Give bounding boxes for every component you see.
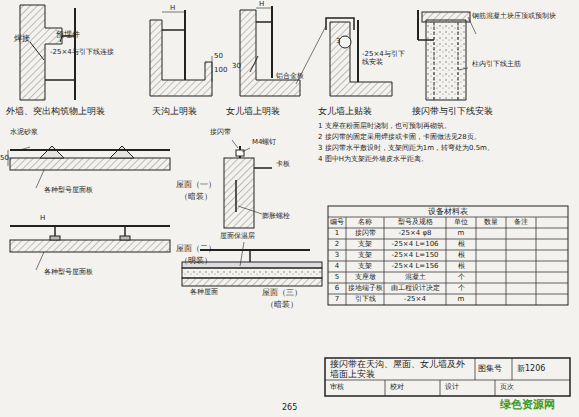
- drawing-label: 校对: [390, 383, 404, 391]
- table-cell: 支座墩: [346, 273, 384, 281]
- drawing-label: 预埋件: [56, 30, 80, 39]
- drawing-label: 3 接闪带水平敷设时，支架间距为1m，转弯处为0.5m。: [318, 144, 570, 152]
- table-cell: -25×4: [384, 295, 446, 303]
- drawing-label: -25×4与引下线安装: [362, 50, 410, 66]
- table-cell: m: [446, 295, 476, 303]
- drawing-label: 3: [336, 37, 340, 45]
- table-cell: 支架: [346, 262, 384, 270]
- table-rule: [328, 294, 568, 295]
- drawing-label: 外墙、突出构筑物上明装: [6, 106, 105, 116]
- table-cell: 个: [446, 273, 476, 281]
- drawing-label: 屋面（二）: [176, 244, 216, 253]
- table-cell: -25×4 L=150: [384, 251, 446, 259]
- drawing-label: 接闪带: [210, 128, 231, 136]
- table-cell: 1: [328, 229, 346, 237]
- table-rule: [328, 239, 568, 240]
- drawing-label: 接闪带与引下线安装: [412, 106, 493, 116]
- drawing-label: H: [259, 0, 264, 8]
- table-rule: [328, 228, 568, 229]
- drawing-label: （暗装）: [266, 300, 298, 309]
- drawing-label: -25×4与引下线连接: [50, 48, 114, 56]
- drawing-label: 页次: [500, 383, 514, 391]
- table-rule: [506, 217, 507, 305]
- table-rule: [328, 283, 568, 284]
- table-rule: [328, 261, 568, 262]
- table-cell: 个: [446, 284, 476, 292]
- table-cell: 设备材料表: [328, 207, 568, 216]
- table-cell: 接闪带: [346, 229, 384, 237]
- table-cell: 7: [328, 295, 346, 303]
- drawing-label: 女儿墙上明装: [226, 106, 280, 116]
- drawing-label: （明装）: [180, 256, 212, 265]
- table-cell: 6: [328, 284, 346, 292]
- table-rule: [346, 217, 347, 305]
- table-cell: -25×4 L=156: [384, 262, 446, 270]
- drawing-label: 265: [282, 403, 297, 412]
- table-cell: 根: [446, 262, 476, 270]
- table-cell: m: [446, 229, 476, 237]
- watermark: 绿色资源网: [500, 399, 555, 412]
- table-rule: [476, 217, 477, 305]
- drawing-label: H: [170, 4, 175, 12]
- table-cell: 数量: [476, 218, 506, 226]
- table-cell: 根: [446, 240, 476, 248]
- table-rule: [446, 217, 447, 305]
- table-rule: [328, 217, 568, 218]
- table-cell: 4: [328, 262, 346, 270]
- table-cell: 由工程设计决定: [384, 284, 446, 292]
- drawing-label: 铝合金板: [276, 72, 304, 80]
- drawing-label: 100: [214, 66, 227, 74]
- drawing-label: H: [40, 214, 45, 222]
- drawing-label: 图集号: [478, 364, 502, 373]
- table-cell: 引下线: [346, 295, 384, 303]
- drawing-label: 1 支座在粉面层时浇制，也可预制再砌筑。: [318, 122, 570, 130]
- drawing-label: 膨胀螺栓: [262, 212, 290, 220]
- drawing-label: 卡板: [276, 160, 290, 168]
- table-cell: 5: [328, 273, 346, 281]
- table-cell: 备注: [506, 218, 536, 226]
- drawing-label: 各种型号屋面板: [44, 268, 93, 276]
- table-rule: [328, 272, 568, 273]
- drawing-label: 各种型号屋面板: [44, 186, 93, 194]
- drawing-label: 30: [232, 62, 241, 70]
- drawing-label: 4 图中H为支架距外墙皮水平距离。: [318, 155, 570, 163]
- table-rule: [328, 250, 568, 251]
- drawing-label: 50: [214, 52, 223, 60]
- table-cell: -25×4 L=106: [384, 240, 446, 248]
- table-cell: 单位: [446, 218, 476, 226]
- drawing-label: 钢筋混凝土块压顶或预制块: [472, 12, 560, 20]
- table-cell: 混凝土: [384, 273, 446, 281]
- drawing-label: 焊接: [14, 34, 30, 43]
- table-cell: -25×4 φ8: [384, 229, 446, 237]
- drawing-label: 2 接闪带的固定采用焊接或卡固，卡固做法见28页。: [318, 133, 570, 141]
- table-cell: 名称: [346, 218, 384, 226]
- drawing-label: 屋面（三）: [262, 288, 302, 297]
- drawing-label: 水泥砂浆: [10, 128, 38, 136]
- drawing-label: 天沟上明装: [152, 106, 197, 116]
- drawing-label: 柱内引下线主筋: [472, 60, 521, 68]
- table-rule: [536, 217, 537, 305]
- drawing-label: 设计: [445, 383, 459, 391]
- drawing-label: M4螺钉: [252, 138, 277, 146]
- drawing-label: 各种屋面: [190, 288, 218, 296]
- table-cell: 接地端子板: [346, 284, 384, 292]
- table-cell: 支架: [346, 251, 384, 259]
- table-rule: [384, 217, 385, 305]
- drawing-label: 屋面（一）: [176, 180, 216, 189]
- drawing-label: 女儿墙上贴装: [318, 106, 372, 116]
- drawing-label: 50: [0, 154, 9, 162]
- drawing-label: 审核: [330, 383, 344, 391]
- drawing-label: 新1206: [517, 364, 545, 373]
- drawing-label: （暗装）: [180, 192, 212, 201]
- table-cell: 编号: [328, 218, 346, 226]
- table-cell: 型号及规格: [384, 218, 446, 226]
- table-cell: 3: [328, 251, 346, 259]
- drawing-label: 屋面保温层: [220, 232, 255, 240]
- table-cell: 2: [328, 240, 346, 248]
- table-cell: 根: [446, 251, 476, 259]
- table-cell: 支架: [346, 240, 384, 248]
- drawing-label: 接闪带在天沟、屋面、女儿墙及外墙面上安装: [330, 360, 472, 380]
